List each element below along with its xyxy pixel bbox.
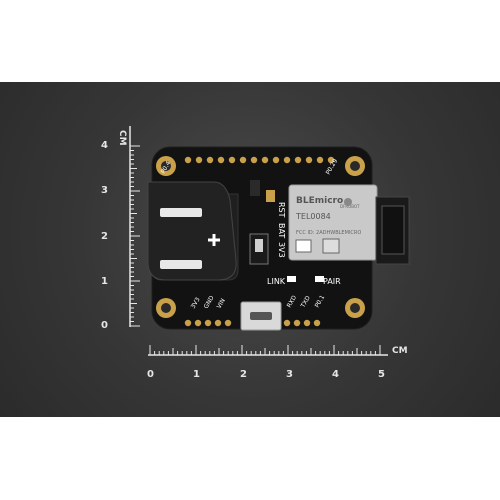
vertical-ruler-label-0: 0 xyxy=(101,320,108,331)
bottom-header-pad xyxy=(194,319,202,327)
module-brand: BLEmicro xyxy=(296,196,343,206)
horizontal-ruler: CM 0 1 2 3 4 5 xyxy=(147,345,408,380)
pair-led xyxy=(315,276,324,282)
pin-label-bottom-3: VIN xyxy=(216,298,227,310)
top-header-pads xyxy=(184,156,335,164)
top-header-pad xyxy=(327,156,335,164)
top-header-pad xyxy=(195,156,203,164)
pcb-board: RST BAT 3V3 BLEmicro TEL0084 FCC ID: 2AD… xyxy=(147,146,410,331)
bottom-header-pads xyxy=(184,319,321,327)
micro-usb-port xyxy=(240,301,282,331)
bottom-header-pad xyxy=(283,319,291,327)
vertical-ruler-unit: CM xyxy=(117,130,127,146)
module-vendor: DFROBOT xyxy=(340,204,360,209)
top-header-pad xyxy=(316,156,324,164)
bottom-header-pad xyxy=(313,319,321,327)
bottom-header-pad xyxy=(293,319,301,327)
top-header-pad xyxy=(217,156,225,164)
horizontal-ruler-label-4: 4 xyxy=(332,369,339,380)
rst-label: RST xyxy=(277,202,286,218)
module-model: TEL0084 xyxy=(295,212,331,221)
top-header-pad xyxy=(261,156,269,164)
top-header-pad xyxy=(294,156,302,164)
plus-sign xyxy=(208,234,220,246)
link-led xyxy=(287,276,296,282)
bat-label: BAT xyxy=(277,223,286,238)
mounting-holes xyxy=(156,156,365,318)
module-fcc: FCC ID: 2ADHWBLEMICRO xyxy=(296,230,361,236)
top-header-pad xyxy=(206,156,214,164)
coin-cell-holder xyxy=(147,181,239,281)
side-connector-slot xyxy=(381,205,405,255)
horizontal-ruler-label-3: 3 xyxy=(286,369,293,380)
photo-background: CM 4 3 2 1 0 CM 0 1 2 3 4 5 xyxy=(0,82,500,417)
top-header-pad xyxy=(184,156,192,164)
vertical-ruler: CM 4 3 2 1 0 xyxy=(101,126,140,331)
coin-cell-contact-top xyxy=(160,208,202,217)
horizontal-ruler-unit: CM xyxy=(392,346,408,356)
horizontal-ruler-ticks xyxy=(149,345,381,355)
bottom-header-pad xyxy=(214,319,222,327)
vertical-ruler-label-1: 1 xyxy=(101,276,108,287)
top-white-margin xyxy=(0,0,500,82)
vertical-ruler-ticks xyxy=(130,145,140,327)
bottom-header-pad xyxy=(204,319,212,327)
vertical-ruler-label-3: 3 xyxy=(101,185,108,196)
bottom-header-pad xyxy=(303,319,311,327)
qr-code xyxy=(322,238,340,254)
pair-label: PAIR xyxy=(323,277,341,286)
dfrobot-logo xyxy=(344,198,352,206)
horizontal-ruler-label-2: 2 xyxy=(240,369,247,380)
bottom-header-pad xyxy=(224,319,232,327)
scene-svg: CM 4 3 2 1 0 CM 0 1 2 3 4 5 xyxy=(101,126,410,380)
horizontal-ruler-label-1: 1 xyxy=(193,369,200,380)
top-header-pad xyxy=(272,156,280,164)
switch-area: RST BAT 3V3 xyxy=(249,180,286,265)
top-header-pad xyxy=(228,156,236,164)
reset-button xyxy=(250,180,260,196)
power-switch-knob xyxy=(255,239,263,252)
horizontal-ruler-label-5: 5 xyxy=(378,369,385,380)
top-header-pad xyxy=(283,156,291,164)
ble-module: BLEmicro TEL0084 FCC ID: 2ADHWBLEMICRO D… xyxy=(288,184,378,261)
bottom-header-pad xyxy=(184,319,192,327)
bottom-white-margin xyxy=(0,417,500,500)
top-header-pad xyxy=(250,156,258,164)
ce-mark xyxy=(295,239,312,253)
coin-cell-contact-bottom xyxy=(160,260,202,269)
link-label: LINK xyxy=(267,277,286,286)
status-leds: LINK PAIR xyxy=(267,276,341,286)
vertical-ruler-label-2: 2 xyxy=(101,231,108,242)
v33-label: 3V3 xyxy=(277,242,286,258)
top-header-pad xyxy=(239,156,247,164)
vertical-ruler-label-4: 4 xyxy=(101,140,108,151)
top-header-pad xyxy=(305,156,313,164)
coin-cell-shell xyxy=(147,181,237,281)
horizontal-ruler-label-0: 0 xyxy=(147,369,154,380)
